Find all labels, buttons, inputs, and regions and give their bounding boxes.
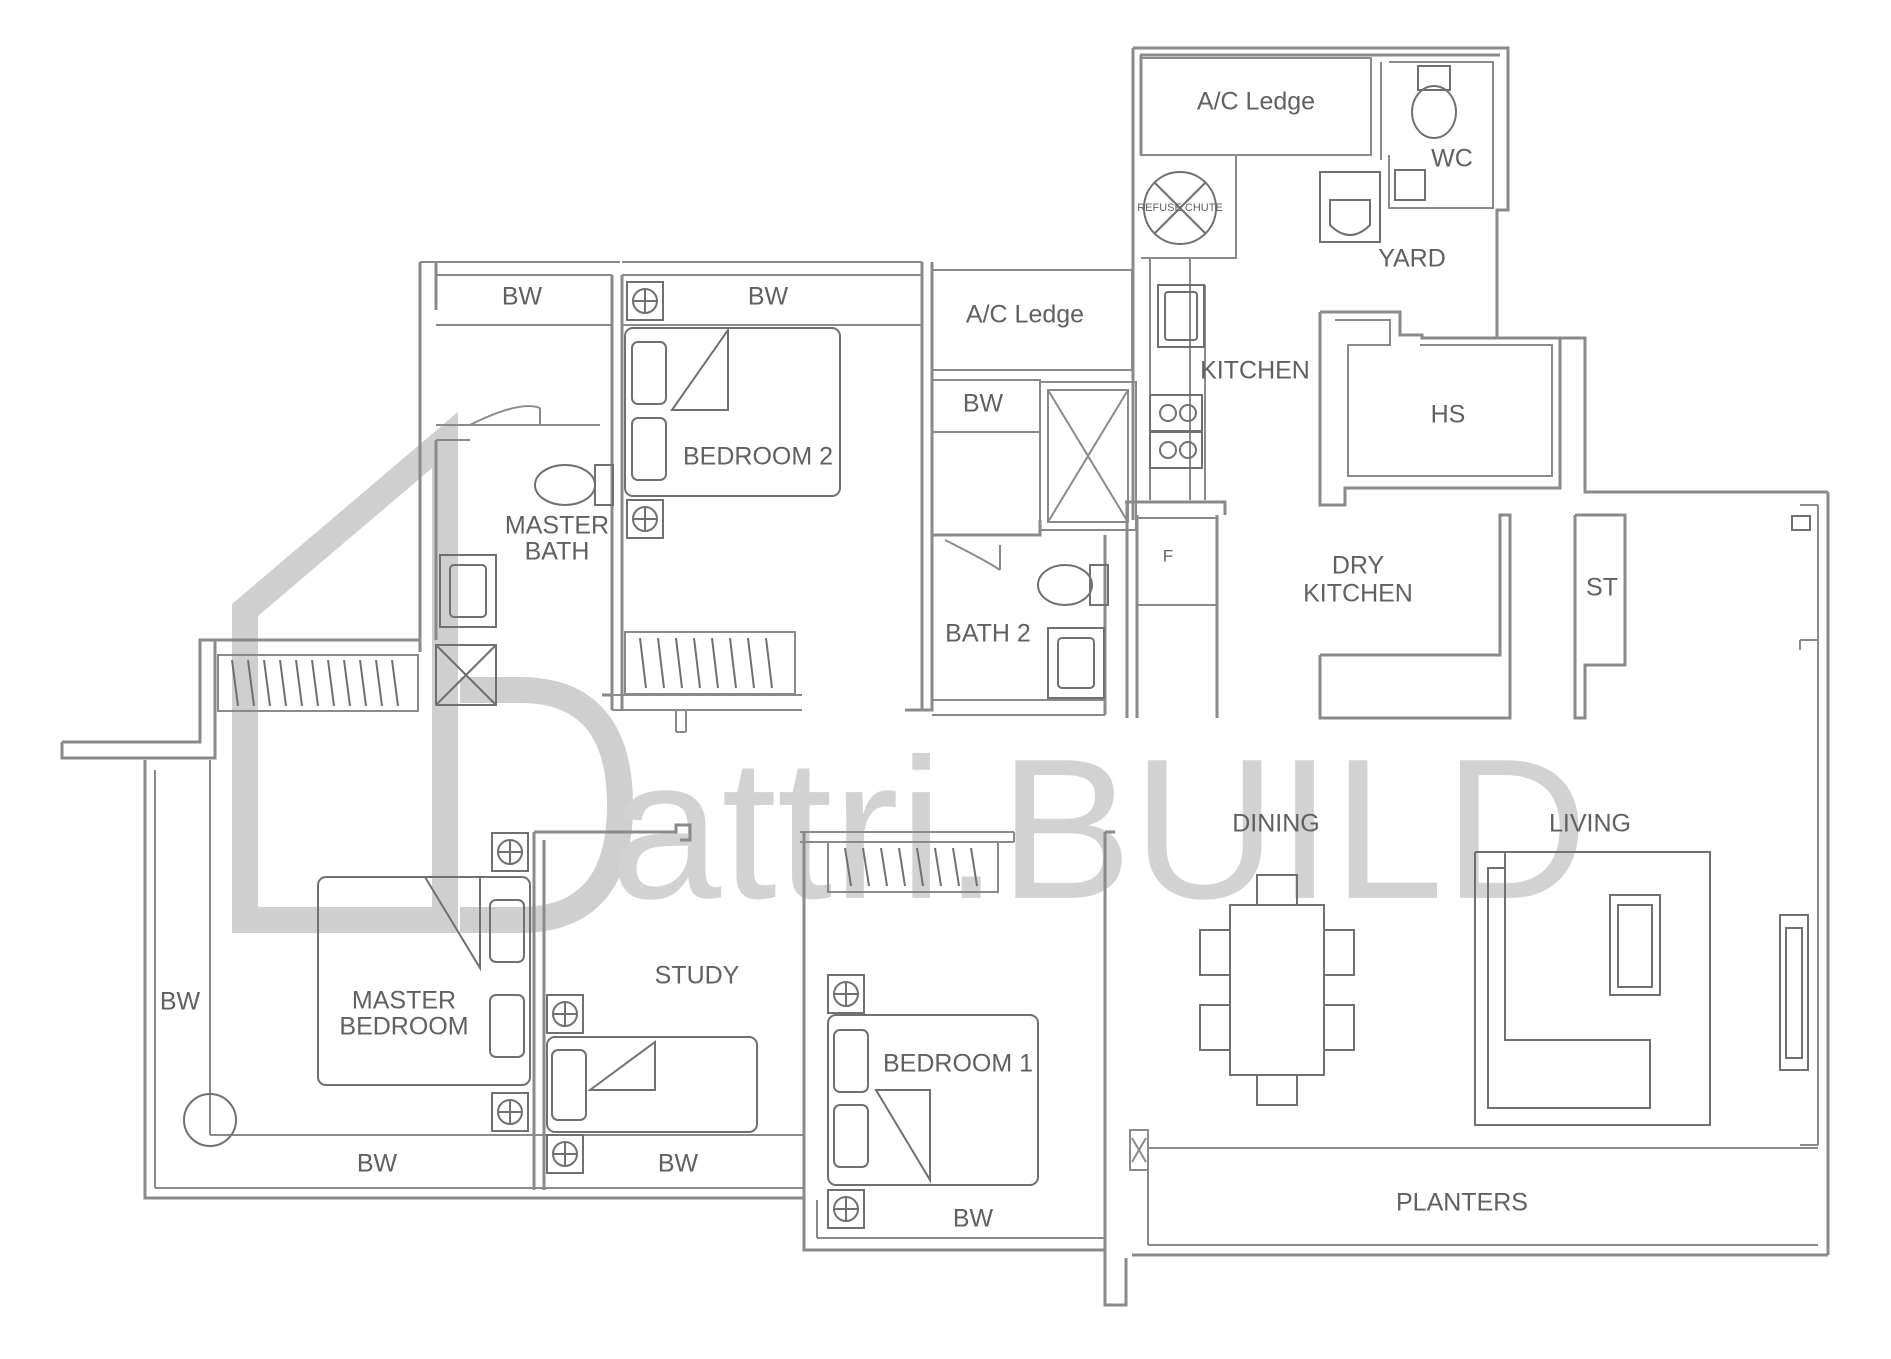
beds	[317, 326, 1039, 1186]
label-bw-top-mid: BW	[748, 283, 789, 311]
label-bedroom-1: BEDROOM 1	[883, 1050, 1033, 1078]
label-bw-top-left: BW	[502, 283, 543, 311]
living-sofa	[183, 515, 1811, 1147]
dining-set	[1199, 874, 1355, 1106]
fixtures	[435, 65, 1457, 706]
room-labels: A/C Ledge WC REFUSE CHUTE YARD BW BW A/C…	[160, 88, 1631, 1233]
label-planters: PLANTERS	[1396, 1189, 1528, 1217]
label-hs: HS	[1431, 401, 1466, 429]
label-bw-bath2: BW	[963, 390, 1004, 418]
label-master-bedroom-1: MASTER	[352, 987, 456, 1015]
watermark-text: attri.BUILD	[610, 718, 1588, 941]
watermark: attri.BUILD	[232, 411, 1588, 941]
label-refuse-chute: REFUSE CHUTE	[1137, 202, 1223, 214]
watermark-logo-house	[232, 411, 458, 933]
label-ac-ledge-mid: A/C Ledge	[966, 301, 1084, 329]
label-bw-bottom-master: BW	[357, 1150, 398, 1178]
label-st: ST	[1586, 574, 1618, 602]
label-master-bath-2: BATH	[525, 538, 590, 566]
label-bedroom-2: BEDROOM 2	[683, 443, 833, 471]
label-wc: WC	[1431, 145, 1473, 173]
lamps	[491, 281, 865, 1229]
label-bw-left: BW	[160, 988, 201, 1016]
label-bw-bottom-bed1: BW	[953, 1205, 994, 1233]
label-bw-bottom-study: BW	[658, 1150, 699, 1178]
label-dry-kitchen-1: DRY	[1332, 552, 1385, 580]
label-fridge: F	[1163, 546, 1173, 565]
watermark-logo-d	[460, 677, 634, 933]
walls	[60, 46, 1830, 1307]
label-master-bath-1: MASTER	[505, 512, 609, 540]
wardrobes	[217, 631, 978, 887]
label-bath-2: BATH 2	[945, 620, 1031, 648]
label-living: LIVING	[1549, 810, 1631, 838]
label-yard: YARD	[1378, 245, 1446, 273]
label-kitchen: KITCHEN	[1200, 357, 1310, 385]
label-ac-ledge-top: A/C Ledge	[1197, 88, 1315, 116]
label-master-bedroom-2: BEDROOM	[339, 1013, 468, 1041]
label-study: STUDY	[655, 962, 740, 990]
label-dry-kitchen-2: KITCHEN	[1303, 580, 1413, 608]
label-dining: DINING	[1232, 810, 1320, 838]
